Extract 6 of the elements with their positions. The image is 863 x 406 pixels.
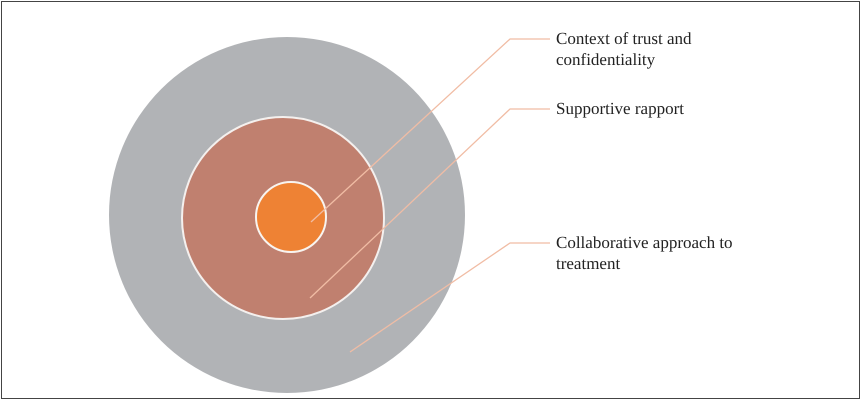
leader-line bbox=[310, 108, 550, 298]
callout-label: Collaborative approach to treatment bbox=[556, 232, 766, 274]
leader-line bbox=[310, 38, 550, 222]
callout-label: Context of trust and confidentiality bbox=[556, 28, 766, 70]
leader-line bbox=[350, 242, 550, 353]
callout-label: Supportive rapport bbox=[556, 98, 766, 119]
